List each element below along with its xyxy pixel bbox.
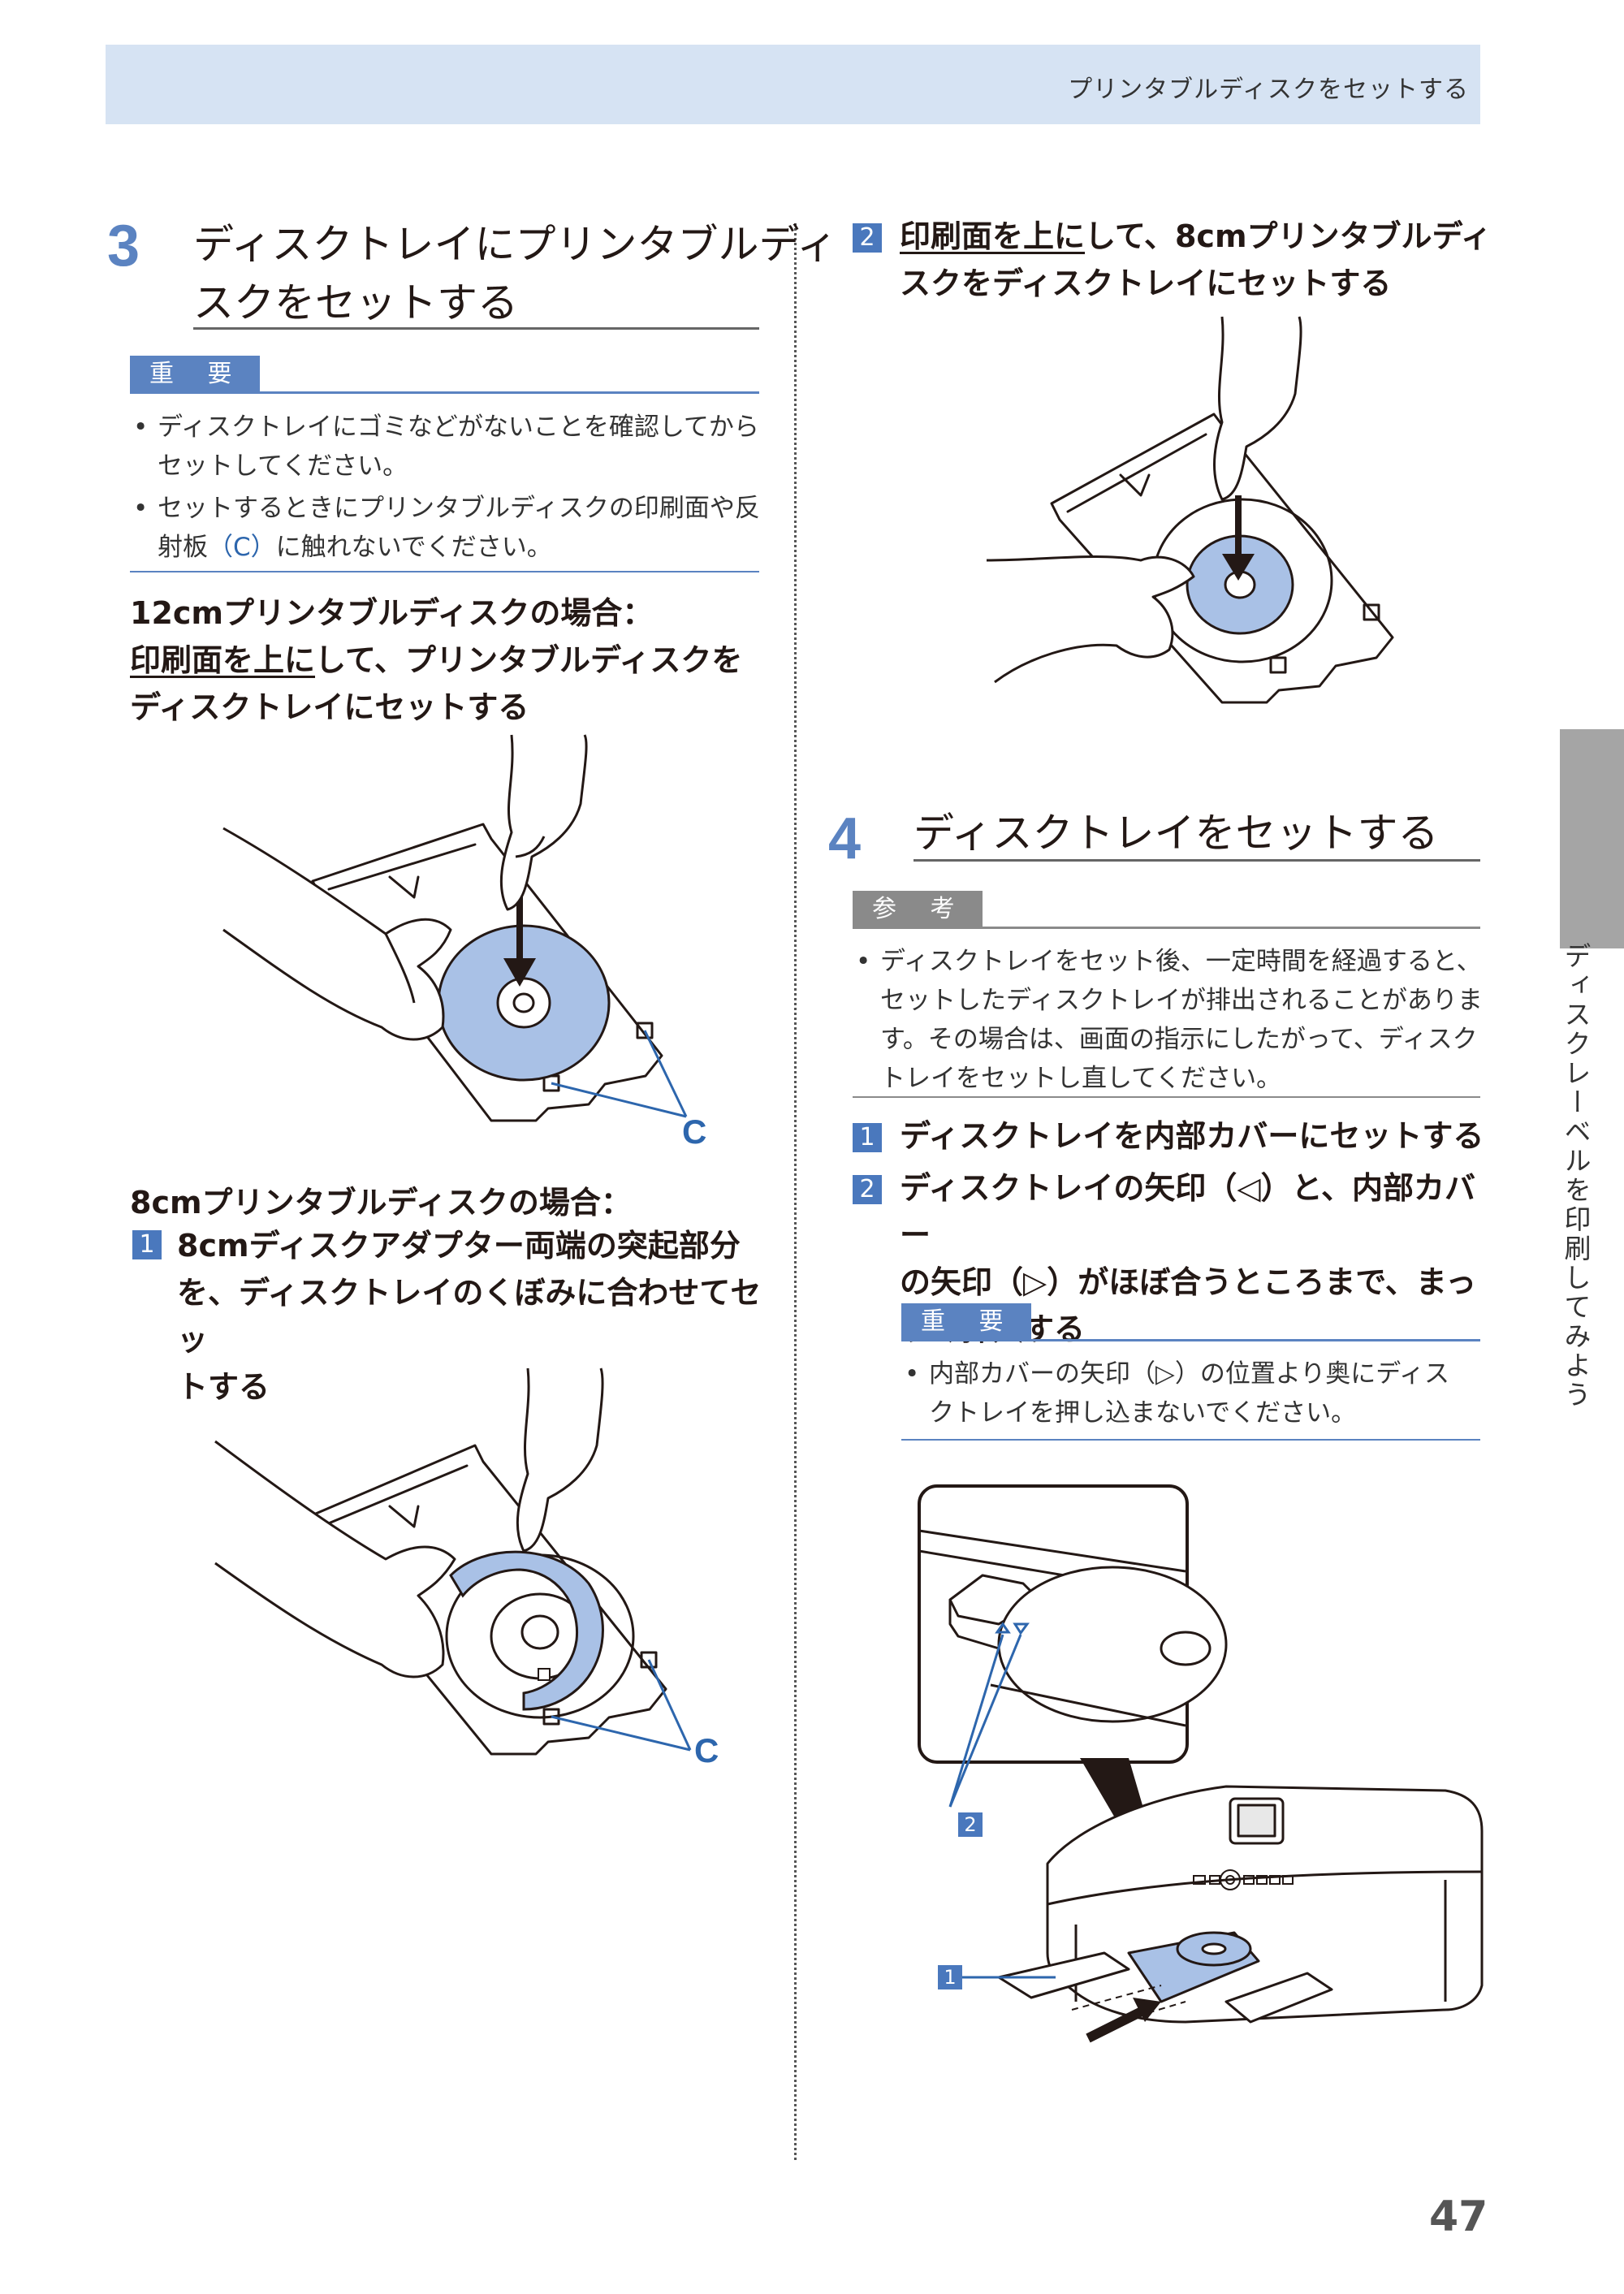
header-band: プリンタブルディスクをセットする [106,45,1480,124]
tray-12cm-disc-illustration [222,734,688,1122]
callout-c-12cm: C [682,1112,707,1151]
step-3-important-notes: ディスクトレイにゴミなどがないことを確認してから セットしてください。 セットす… [130,408,763,567]
printer-callout-1: 1 [938,1965,962,1989]
sub-step-2-badge: 2 [853,223,882,253]
callout-c-8cm: C [694,1731,719,1769]
step-4-sub-1-badge: 1 [853,1123,882,1152]
sub-step-1-badge: 1 [132,1230,162,1259]
important-tag-rule [130,391,759,394]
case-8cm-sub-step-2: 印刷面を上にして、8cmプリンタブルディ スクをディスクトレイにセットする [900,218,1492,301]
case-8cm-sub-step-1: 8cmディスクアダプター両端の突起部分 を、ディスクトレイのくぼみに合わせてセッ… [177,1228,762,1405]
important-tag: 重 要 [130,356,260,393]
printer-callout-2: 2 [958,1812,983,1837]
reference-tag: 参 考 [853,891,983,928]
reference-tag-rule [853,927,1480,929]
reference-end-rule [853,1096,1480,1098]
disc-adapter-8cm [449,1550,604,1711]
step-4-important-end-rule [901,1439,1480,1441]
step-3-rule [193,327,759,330]
step-4-sub-2-badge: 2 [853,1175,882,1204]
printer-insertion-illustration [918,1484,1484,2043]
step-4-sub-step-1: ディスクトレイを内部カバーにセットする [900,1118,1484,1154]
step-4-important-tag-rule [901,1339,1480,1341]
step-4-reference-notes: ディスクトレイをセット後、一定時間を経過すると、 セットしたディスクトレイが排出… [853,942,1486,1098]
important-tag-tail [240,356,260,393]
note-item: セットするときにプリンタブルディスクの印刷面や反 射板（C）に触れないでください… [130,489,763,567]
side-tab-label: ディスクレーベルを印刷してみよう [1560,942,1592,1410]
note-item: ディスクトレイをセット後、一定時間を経過すると、 セットしたディスクトレイが排出… [853,942,1486,1098]
step-4-number: 4 [828,806,862,871]
side-tab [1560,729,1624,948]
page-number: 47 [1429,2192,1488,2241]
header-title: プリンタブルディスクをセットする [1068,76,1469,104]
notes-end-rule [130,571,759,572]
column-divider [794,223,797,2160]
reference-tag-tail [963,891,983,928]
step-4-important-tag-tail [1012,1303,1031,1341]
step-4-important-tag: 重 要 [901,1303,1031,1341]
tray-8cm-disc-illustration [986,316,1394,704]
step-3-number: 3 [107,214,140,279]
tray-8cm-adapter-illustration [214,1367,692,1756]
step-3-title: ディスクトレイにプリンタブルディ スクをセットする [193,221,837,326]
step-4-sub-step-2: ディスクトレイの矢印（◁）と、内部カバー の矢印（▷）がほぼ合うところまで、まっ… [900,1170,1477,1347]
note-item: ディスクトレイにゴミなどがないことを確認してから セットしてください。 [130,408,763,486]
step-4-important-notes: 内部カバーの矢印（▷）の位置より奥にディス クトレイを押し込まないでください。 [901,1354,1486,1432]
case-12cm-heading: 12cmプリンタブルディスクの場合： 印刷面を上にして、プリンタブルディスクを … [130,595,743,725]
step-4-title: ディスクトレイをセットする [914,810,1439,857]
note-item: 内部カバーの矢印（▷）の位置より奥にディス クトレイを押し込まないでください。 [901,1354,1486,1432]
step-4-rule [914,859,1480,862]
case-8cm-heading: 8cmプリンタブルディスクの場合： [130,1185,632,1220]
